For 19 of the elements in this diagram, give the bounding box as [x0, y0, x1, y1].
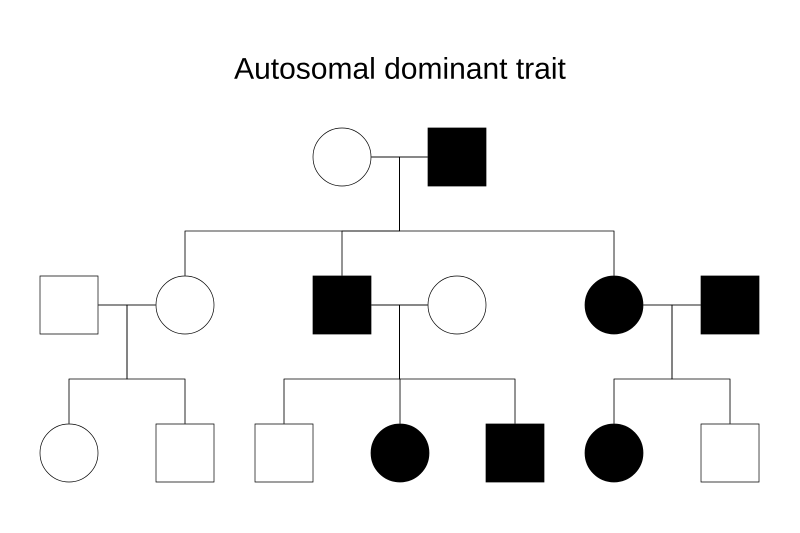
- pedigree-circle: [40, 424, 98, 482]
- pedigree-line: [672, 304, 730, 424]
- pedigree-circle: [370, 424, 430, 482]
- pedigree-circle: [428, 276, 486, 334]
- pedigree-circle: [312, 128, 372, 186]
- pedigree-square: [312, 276, 372, 334]
- pedigree-circle: [156, 276, 214, 334]
- title: Autosomal dominant trait: [234, 57, 566, 80]
- pedigree-square: [40, 276, 98, 334]
- pedigree-circle: [584, 276, 644, 334]
- pedigree-square: [428, 128, 486, 186]
- pedigree-square: [700, 276, 760, 334]
- pedigree-square: [700, 424, 760, 482]
- pedigree-line: [399, 304, 516, 424]
- pedigree-square: [486, 424, 544, 482]
- pedigree-circle: [584, 424, 644, 482]
- pedigree-line: [126, 304, 186, 424]
- pedigree-square: [254, 424, 314, 482]
- pedigree-square: [156, 424, 214, 482]
